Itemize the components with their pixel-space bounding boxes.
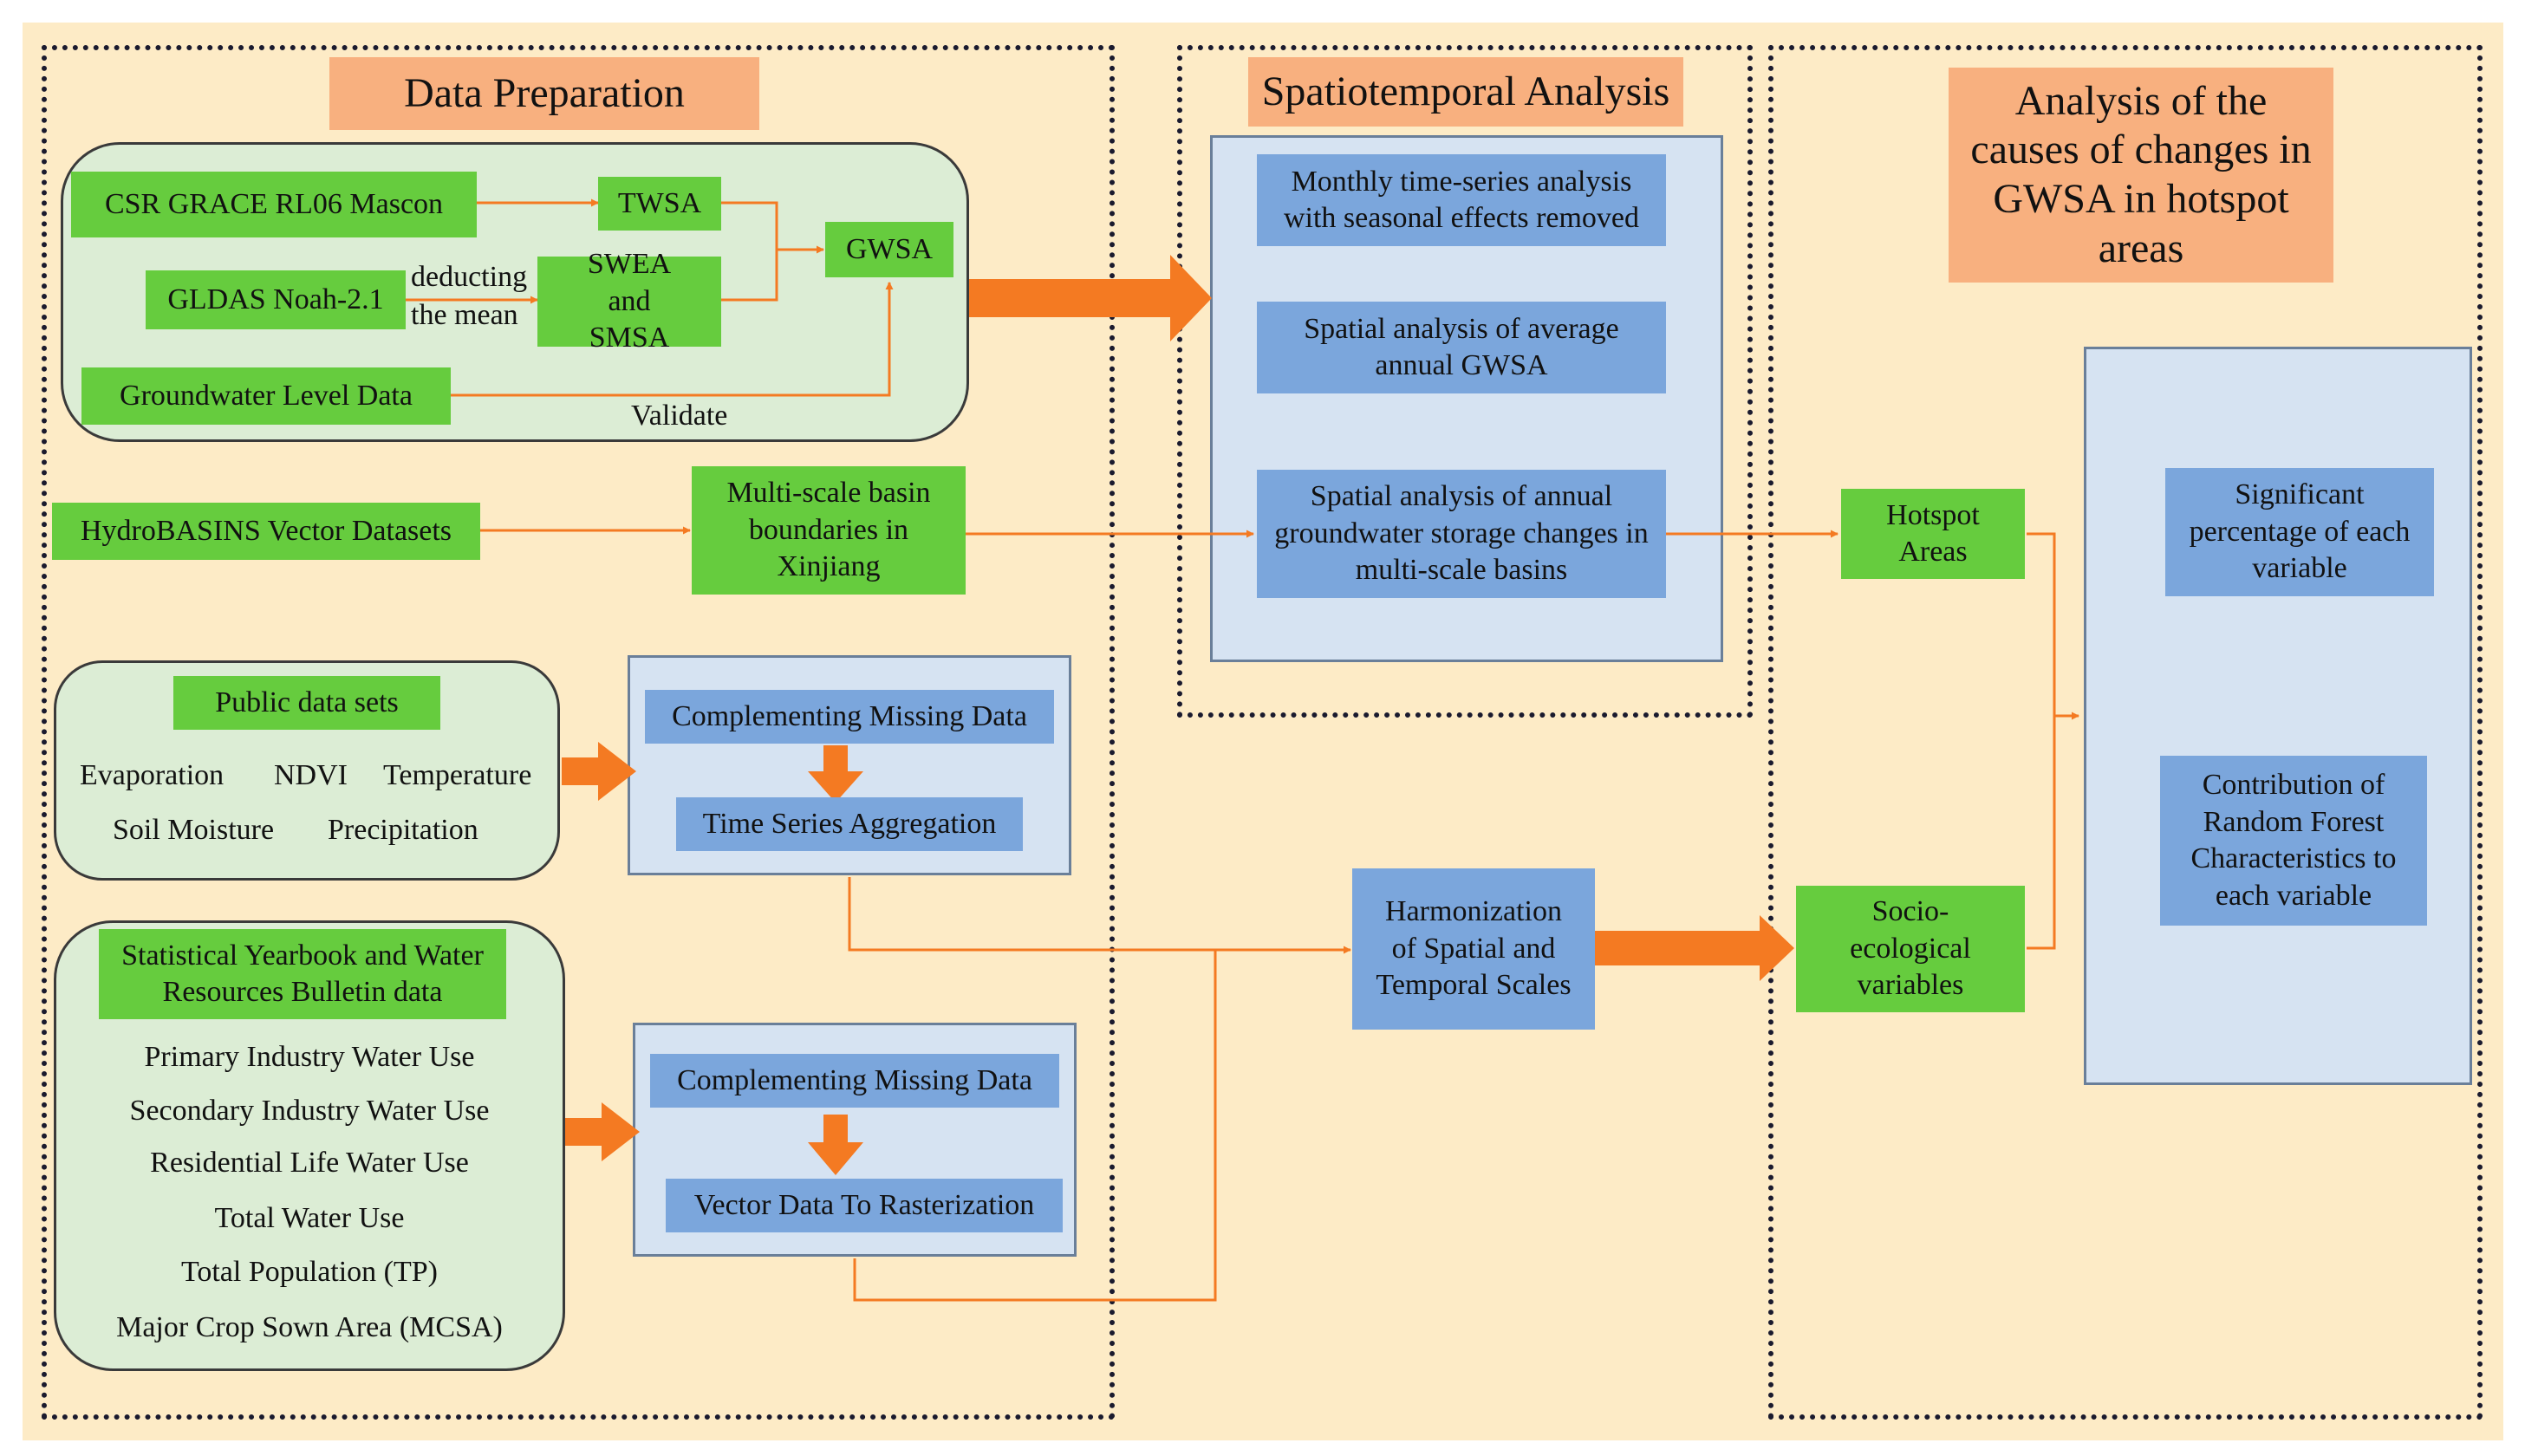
down-arrow-complement-to-rasterization: [808, 1115, 863, 1175]
section-data-preparation: [42, 45, 1115, 1420]
vector-to-raster-box: Vector Data To Rasterization: [666, 1179, 1063, 1232]
swea-smsa-box: SWEA and SMSA: [537, 248, 721, 354]
down-arrow-complement-to-aggregation: [808, 745, 863, 803]
significant-percentage-box: Significant percentage of each variable: [2165, 468, 2434, 596]
yearbook-item: Residential Life Water Use: [150, 1147, 469, 1179]
big-arrow-yearbook-to-processing: [565, 1102, 640, 1161]
evaporation-label: Evaporation: [80, 759, 225, 791]
precipitation-label: Precipitation: [328, 814, 478, 846]
public-complementing-box: Complementing Missing Data: [645, 690, 1054, 744]
title-data-preparation: Data Preparation: [329, 57, 759, 130]
hydrobasins-box: HydroBASINS Vector Datasets: [52, 503, 480, 560]
annual-gwsa-box: Spatial analysis of average annual GWSA: [1257, 302, 1666, 393]
ndvi-label: NDVI: [274, 759, 348, 791]
soil-moisture-label: Soil Moisture: [113, 814, 275, 846]
temperature-label: Temperature: [383, 759, 532, 791]
gwsa-box: GWSA: [825, 222, 953, 277]
yearbook-item: Major Crop Sown Area (MCSA): [116, 1311, 503, 1343]
public-data-title: Public data sets: [173, 676, 440, 730]
title-causes-analysis: Analysis of the causes of changes in GWS…: [1949, 68, 2333, 283]
yearbook-item: Secondary Industry Water Use: [129, 1095, 490, 1127]
harmonization-box: Harmonization of Spatial and Temporal Sc…: [1352, 868, 1595, 1030]
yearbook-item: Total Population (TP): [180, 1256, 439, 1288]
csr-grace-box: CSR GRACE RL06 Mascon: [71, 172, 477, 237]
deducting-label: deducting: [411, 261, 528, 293]
big-arrow-to-spatiotemporal: [969, 255, 1212, 341]
yearbook-title: Statistical Yearbook and Water Resources…: [99, 929, 506, 1019]
connector-yearbook-to-harmonization: [853, 950, 1217, 1302]
yearbook-item: Primary Industry Water Use: [144, 1041, 475, 1073]
big-arrow-harmonization-to-socio: [1595, 915, 1794, 981]
multiscale-basin-box: Multi-scale basin boundaries in Xinjiang: [692, 466, 966, 595]
hotspot-areas-box: Hotspot Areas: [1841, 489, 2025, 579]
connector-public-to-harmonization: [848, 877, 1351, 954]
random-forest-contribution-box: Contribution of Random Forest Characteri…: [2160, 756, 2427, 926]
the-mean-label: the mean: [411, 299, 518, 331]
monthly-analysis-box: Monthly time-series analysis with season…: [1257, 154, 1666, 246]
arrow-validate: [451, 282, 894, 397]
connector-hotspot-to-causes: [2027, 532, 2079, 720]
time-series-aggregation-box: Time Series Aggregation: [676, 797, 1023, 851]
section-causes-analysis: [1768, 45, 2483, 1420]
multiscale-analysis-box: Spatial analysis of annual groundwater s…: [1257, 470, 1666, 598]
groundwater-level-box: Groundwater Level Data: [81, 367, 451, 425]
section-spatiotemporal-analysis: [1177, 45, 1753, 718]
socio-ecological-box: Socio-ecological variables: [1796, 886, 2025, 1012]
connector-socio-to-causes: [2027, 716, 2056, 950]
title-spatiotemporal-analysis: Spatiotemporal Analysis: [1248, 57, 1683, 127]
validate-label: Validate: [631, 400, 728, 432]
gldas-box: GLDAS Noah-2.1: [146, 270, 406, 329]
twsa-box: TWSA: [598, 177, 721, 231]
yearbook-complementing-box: Complementing Missing Data: [650, 1054, 1059, 1108]
yearbook-item: Total Water Use: [214, 1202, 405, 1234]
big-arrow-public-to-processing: [562, 742, 636, 801]
arrow-swea-to-gwsa: [721, 250, 778, 302]
arrow-twsa-to-gwsa: [721, 201, 824, 254]
